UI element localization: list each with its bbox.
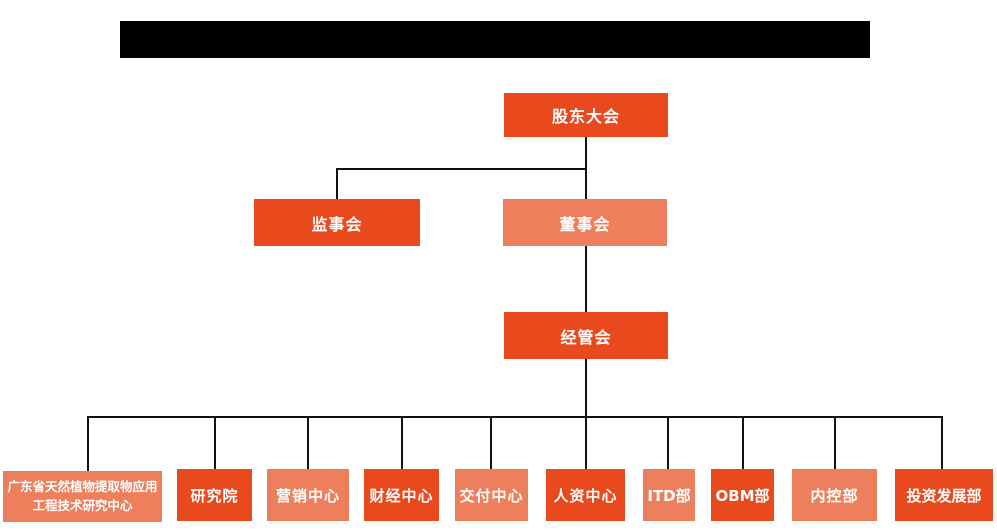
node-obm-department: OBM部 (711, 469, 774, 521)
node-hr-center: 人资中心 (546, 469, 625, 521)
node-gd-plant-extract-research-center: 广东省天然植物提取物应用工程技术研究中心 (3, 471, 162, 522)
node-shareholders-meeting: 股东大会 (504, 93, 668, 137)
redacted-title-bar (120, 21, 870, 58)
node-internal-control-department: 内控部 (792, 469, 877, 521)
connector-group (87, 137, 943, 472)
node-supervisory-board: 监事会 (254, 199, 420, 246)
node-board-of-directors: 董事会 (503, 199, 667, 246)
node-management-committee: 经管会 (504, 312, 668, 359)
node-research-institute: 研究院 (177, 469, 252, 521)
node-itd-department: ITD部 (643, 469, 695, 521)
node-delivery-center: 交付中心 (455, 469, 528, 521)
node-marketing-center: 营销中心 (267, 469, 349, 521)
node-finance-center: 财经中心 (364, 469, 439, 521)
node-investment-development-department: 投资发展部 (895, 469, 993, 521)
